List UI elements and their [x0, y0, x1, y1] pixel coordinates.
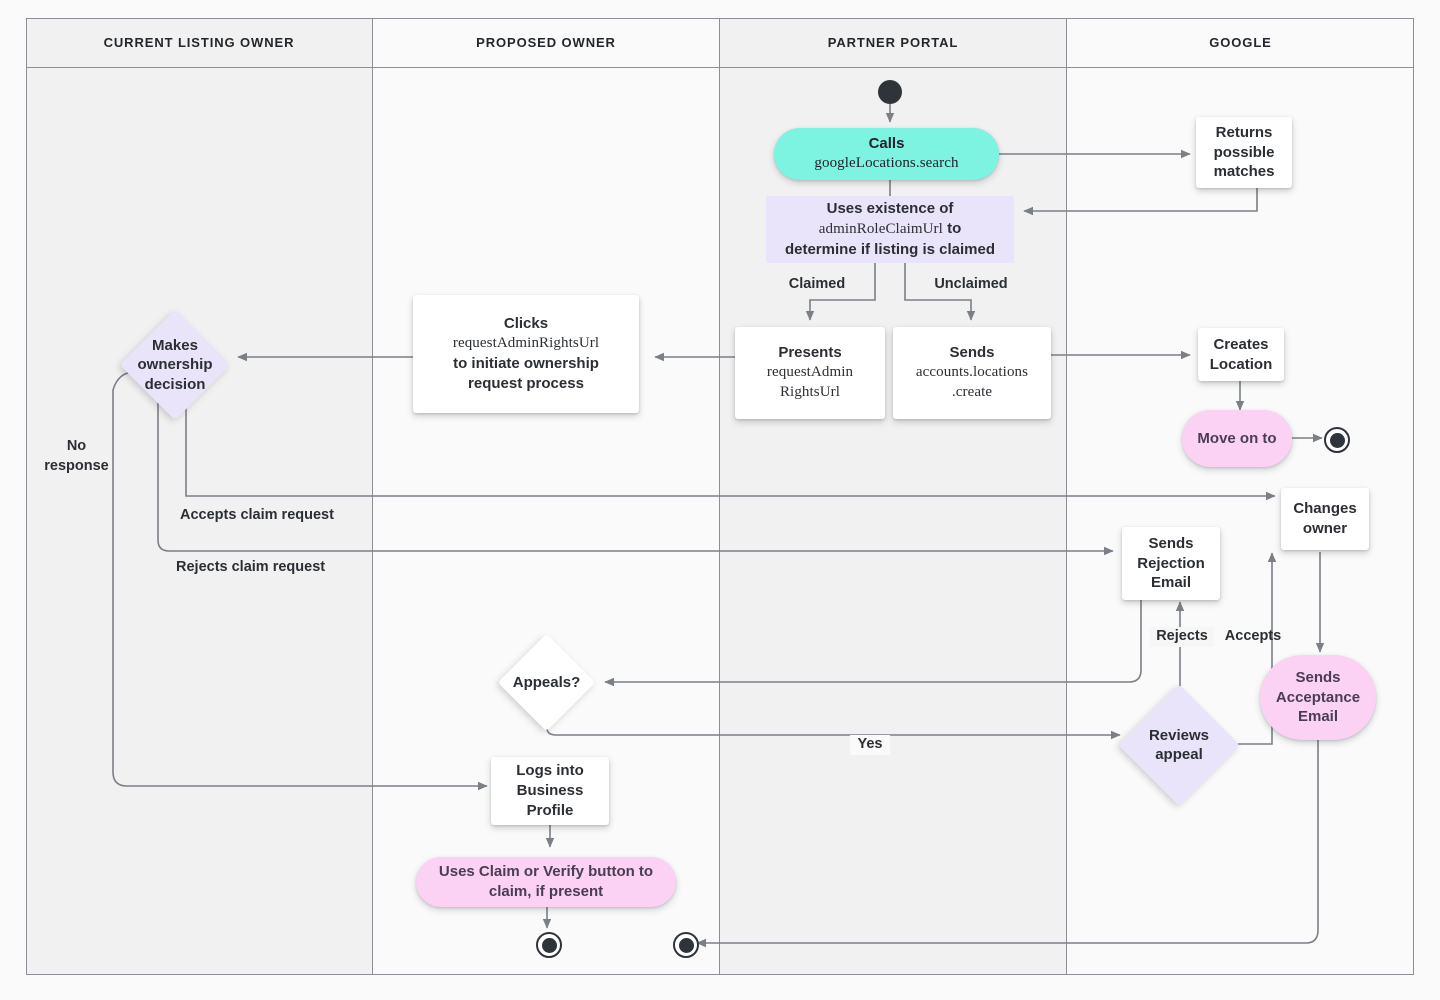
- node-line-3: RightsUrl: [779, 383, 841, 400]
- node-line-1: Changes: [1293, 500, 1357, 518]
- node-presents-request-admin-rights-url[interactable]: Presents requestAdmin RightsUrl: [735, 327, 885, 419]
- node-line-1: Sends: [1148, 534, 1194, 552]
- edge-label-accepts-claim-request: Accepts claim request: [180, 507, 334, 523]
- lane-header-label: PARTNER PORTAL: [827, 35, 959, 50]
- lane-header-proposed-owner: PROPOSED OWNER: [373, 18, 720, 67]
- edge-rejection-to-appeals: [604, 600, 1142, 687]
- node-returns-possible-matches[interactable]: Returns possible matches: [1196, 117, 1292, 188]
- node-line-1: Uses Claim or Verify button to: [438, 863, 654, 881]
- node-uses-existence-admin-role-claim-url[interactable]: Uses existence of adminRoleClaimUrl to d…: [766, 196, 1014, 263]
- lane-header-current-listing-owner: CURRENT LISTING OWNER: [26, 18, 373, 67]
- edge-acceptance-to-end-partner: [696, 740, 1319, 948]
- node-line-1: Reviews: [1148, 726, 1210, 744]
- diagram-frame-border: [26, 18, 1414, 975]
- edge-label-accepts: Accepts: [1224, 628, 1282, 644]
- node-line-3: determine if listing is claimed: [784, 240, 996, 258]
- node-creates-location[interactable]: Creates Location: [1198, 328, 1284, 381]
- node-line-3: Profile: [526, 801, 574, 819]
- node-line-2: requestAdmin: [766, 364, 854, 381]
- diamond-label: Appeals?: [490, 648, 603, 717]
- node-line-1: Presents: [778, 344, 842, 362]
- node-logs-into-business-profile[interactable]: Logs into Business Profile: [491, 757, 609, 825]
- node-sends-accounts-locations-create[interactable]: Sends accounts.locations .create: [893, 327, 1051, 419]
- lane-header-divider: [26, 67, 1414, 68]
- edge-label-line-2: response: [44, 457, 109, 474]
- node-line-1: Appeals?: [512, 673, 581, 691]
- code-admin-role-claim-url: adminRoleClaimUrl: [818, 221, 943, 238]
- end-node-google: [1324, 427, 1350, 453]
- node-line-2: ownership: [137, 356, 213, 374]
- node-reviews-appeal-decision[interactable]: Reviews appeal: [1118, 684, 1240, 806]
- node-line-3: matches: [1213, 163, 1275, 181]
- edge-label-claimed: Claimed: [788, 276, 846, 292]
- node-line-3: Email: [1297, 708, 1339, 726]
- node-line-2: Acceptance: [1275, 688, 1361, 706]
- edge-label-yes: Yes: [850, 735, 890, 755]
- node-appeals-decision[interactable]: Appeals?: [497, 633, 596, 732]
- node-line-2: possible: [1213, 143, 1275, 161]
- edge-returns-to-uses: [1023, 188, 1258, 216]
- lane-header-partner-portal: PARTNER PORTAL: [720, 18, 1067, 67]
- start-node-partner-portal: [878, 80, 902, 104]
- edge-appeals-yes-to-reviews: [546, 717, 1121, 740]
- node-uses-claim-or-verify-button[interactable]: Uses Claim or Verify button to claim, if…: [416, 857, 676, 907]
- node-sends-acceptance-email[interactable]: Sends Acceptance Email: [1260, 655, 1376, 740]
- node-line-1: Makes: [152, 336, 198, 354]
- edge-label-rejects-claim-request: Rejects claim request: [176, 559, 326, 575]
- lane-body-current-listing-owner: [26, 67, 373, 975]
- edge-decision-rejects: [157, 383, 1114, 556]
- edge-label-rejects: Rejects: [1150, 627, 1214, 647]
- lane-header-label: CURRENT LISTING OWNER: [103, 35, 295, 50]
- end-node-partner-portal: [673, 932, 699, 958]
- edge-label-line-1: No: [66, 438, 87, 454]
- node-line-1: Logs into: [516, 762, 584, 780]
- edge-uses-to-sends: [904, 263, 976, 321]
- node-line-2: Location: [1209, 355, 1273, 373]
- node-line-1: Move on to: [1197, 429, 1277, 447]
- node-line-2: accounts.locations: [915, 364, 1029, 381]
- node-line-3: .create: [951, 383, 993, 400]
- lane-header-label: PROPOSED OWNER: [476, 35, 616, 50]
- edge-decision-accepts: [185, 396, 1276, 501]
- node-line-2: Rejection: [1137, 554, 1205, 572]
- node-line-3: decision: [144, 375, 206, 393]
- lane-header-google: GOOGLE: [1067, 18, 1414, 67]
- node-text: Reviews appeal: [1149, 726, 1209, 765]
- node-line-1: Sends: [1295, 668, 1341, 686]
- node-calls-google-locations-search[interactable]: Calls googleLocations.search: [774, 128, 999, 180]
- edge-uses-to-presents: [805, 263, 876, 321]
- edge-decision-no-response: [112, 371, 488, 791]
- node-line-2: owner: [1302, 520, 1348, 537]
- edge-label-no-response: No response: [24, 437, 129, 476]
- node-line-2: appeal: [1155, 746, 1203, 763]
- node-line-1: Calls: [868, 135, 905, 153]
- node-move-on-to[interactable]: Move on to: [1182, 410, 1292, 467]
- node-clicks-request-admin-rights-url[interactable]: Clicks requestAdminRightsUrl to initiate…: [413, 295, 639, 413]
- node-line-2: claim, if present: [488, 883, 604, 900]
- node-line-3: Email: [1150, 574, 1192, 592]
- node-line-2: requestAdminRightsUrl: [452, 335, 600, 352]
- edge-reviews-accepts: [1222, 552, 1277, 745]
- node-line-4: request process: [468, 374, 584, 392]
- node-changes-owner[interactable]: Changes owner: [1281, 488, 1369, 550]
- node-line-1: Sends: [949, 344, 995, 362]
- node-line-2: adminRoleClaimUrl to: [819, 219, 962, 240]
- node-sends-rejection-email[interactable]: Sends Rejection Email: [1122, 527, 1220, 600]
- node-line-1: Clicks: [503, 315, 549, 333]
- node-line-1: Creates: [1213, 335, 1269, 353]
- node-line-1: Uses existence of: [826, 200, 954, 218]
- node-line-2-api-method: googleLocations.search: [814, 155, 959, 171]
- node-line-2: Business: [516, 782, 584, 800]
- diamond-label: Reviews appeal: [1114, 702, 1244, 788]
- lane-header-label: GOOGLE: [1209, 35, 1272, 50]
- node-line-2-suffix: to: [942, 220, 962, 238]
- edge-label-unclaimed: Unclaimed: [934, 276, 1008, 292]
- end-node-proposed-owner: [536, 932, 562, 958]
- node-line-3: to initiate ownership: [453, 355, 599, 372]
- node-line-1: Returns: [1215, 123, 1273, 141]
